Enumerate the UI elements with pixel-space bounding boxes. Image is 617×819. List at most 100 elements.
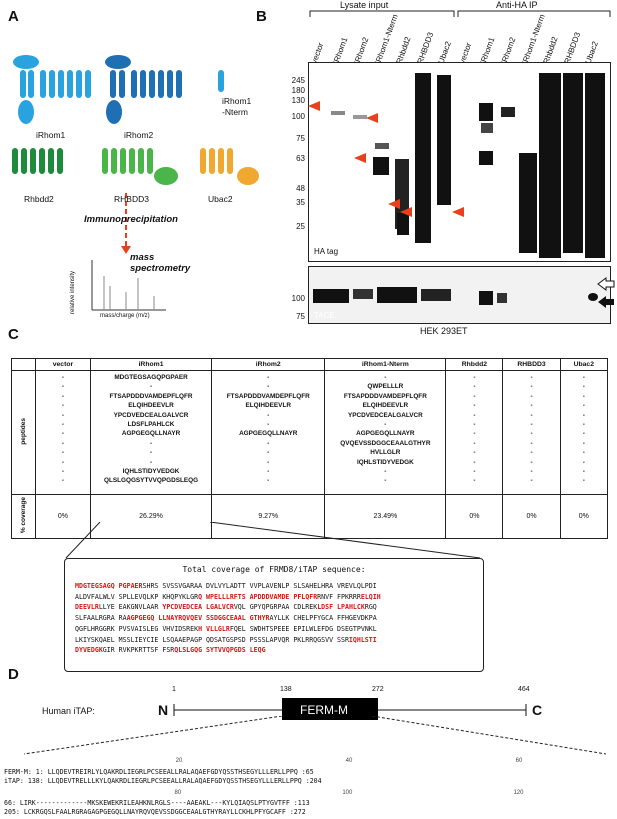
rhbdd2-peptides: ------------ xyxy=(445,370,504,495)
band-arrow xyxy=(452,207,464,217)
peptide-entry: - xyxy=(582,383,585,391)
ubac2-peptides: ------------ xyxy=(559,370,609,495)
irhom2-graphic xyxy=(105,55,182,124)
coverage-cell: 23.49% xyxy=(324,494,447,539)
tace-label: TACE xyxy=(314,311,335,320)
peptide-entry: - xyxy=(473,374,476,381)
mw-label: 35 xyxy=(296,198,305,207)
peptide-entry: - xyxy=(61,402,65,410)
mw-label: 48 xyxy=(296,184,305,193)
peptide-entry: - xyxy=(61,411,65,419)
peptide-entry: - xyxy=(267,449,270,457)
peptide-entry: - xyxy=(61,383,65,391)
col-header: Ubac2 xyxy=(559,358,609,371)
peptide-entry: LDSFLPAHLCK xyxy=(127,421,175,429)
coverage-cell: 0% xyxy=(445,494,504,539)
ruler-mark: 100 xyxy=(342,790,353,796)
peptide-entry: - xyxy=(473,411,476,419)
coverage-title: Total coverage of FRMD8/iTAP sequence: xyxy=(182,565,366,574)
row-header-peptides: peptides xyxy=(10,370,37,495)
peptide-entry: QLSLGQGSYTVVQPGDSLEQG xyxy=(103,477,199,485)
lane-label: iRhom2 xyxy=(499,36,518,65)
peptide-entry: - xyxy=(267,458,270,466)
peptide-entry: AGPGEGQLLNAYR xyxy=(239,430,298,438)
peptide-entry: - xyxy=(61,468,65,476)
peptide-entry: - xyxy=(149,449,153,457)
peptide-entry: - xyxy=(61,439,65,447)
peptide-entry: - xyxy=(149,458,153,466)
peptide-entry: FTSAPDDDVAMDEPFLQFR xyxy=(226,392,310,400)
peptide-entry: HVLLGLR xyxy=(370,449,401,457)
peptide-entry: QVQEVSSDGGCEAALGTHYR xyxy=(340,439,431,447)
peptide-entry: - xyxy=(267,383,270,391)
peptide-entry: ELQIHDEEVLR xyxy=(362,402,409,410)
pos-272: 272 xyxy=(372,686,384,693)
peptide-entry: - xyxy=(61,477,65,485)
peptide-entry: - xyxy=(473,449,476,457)
c-terminus: C xyxy=(532,702,543,718)
peptide-entry: - xyxy=(473,392,476,400)
pos-138: 138 xyxy=(280,686,292,693)
tace-arrows xyxy=(597,277,615,308)
peptide-entry: AGPGEGQLLNAYR xyxy=(121,430,181,438)
col-header: RHBDD3 xyxy=(502,358,561,371)
coverage-cell: 0% xyxy=(559,494,609,539)
ruler-mark: 60 xyxy=(515,758,523,764)
mw-label: 63 xyxy=(296,154,305,163)
seq: 138: LLQDEVTRELLLKYLQAKRDLIEGRLPCSEEALLR… xyxy=(27,777,322,785)
peptide-entry: - xyxy=(61,421,65,429)
seq: 1: LLQDEVTREIRLYLQAKRDLIEGRLPCSEEALLRALA… xyxy=(35,768,314,776)
pos-end: 464 xyxy=(518,686,530,693)
red-arrowheads xyxy=(308,101,464,217)
peptide-entry: - xyxy=(473,477,476,485)
cell-line-label: HEK 293ET xyxy=(420,326,468,336)
peptide-entry: ELQIHDEEVLR xyxy=(245,402,291,410)
peptide-entry: - xyxy=(384,421,387,429)
panel-c-letter: C xyxy=(8,326,19,343)
row-header-coverage: % coverage xyxy=(10,494,37,539)
lane-label: Rhbdd2 xyxy=(394,35,413,65)
ha-blot-bands xyxy=(331,73,605,258)
tace-blot-bands xyxy=(313,287,598,305)
peptide-entry: - xyxy=(582,458,585,466)
peptide-entry: - xyxy=(582,421,585,429)
itap-domain-bar xyxy=(173,698,527,720)
band-arrow xyxy=(308,101,320,111)
n-terminus: N xyxy=(158,702,169,718)
label-ubac2: Ubac2 xyxy=(208,194,233,204)
peptide-entry: - xyxy=(267,468,270,476)
peptide-entry: - xyxy=(473,421,476,429)
irhom1-nterm-graphic xyxy=(218,70,224,92)
peptide-entry: - xyxy=(530,383,533,391)
peptide-entry: - xyxy=(582,374,585,381)
peptide-entry: - xyxy=(61,430,65,438)
label-rhbdd3: RHBDD3 xyxy=(114,194,149,204)
peptide-entry: - xyxy=(149,439,153,447)
peptide-entry: - xyxy=(384,468,387,476)
peptide-entry: - xyxy=(582,477,585,485)
lane-label: iRhom1 xyxy=(331,36,350,65)
lane-label: Rhbdd2 xyxy=(541,35,560,65)
seq: 66: LIRK-------------MKSKEWEKRILEAHKNLRG… xyxy=(4,799,310,807)
peptide-entry: - xyxy=(384,374,387,381)
col-header: vector xyxy=(35,358,91,371)
peptide-entry: - xyxy=(61,458,65,466)
alignment-zoom-lines xyxy=(23,716,607,755)
peptide-entry: - xyxy=(267,477,270,485)
peptide-entry: - xyxy=(530,402,533,410)
peptide-entry: - xyxy=(530,449,533,457)
peptide-entry: - xyxy=(149,383,153,391)
peptide-entry: - xyxy=(267,421,270,429)
peptide-entry: IQHLSTIDYVEDGK xyxy=(356,458,414,466)
step-mass-spectrometry: mass spectrometry xyxy=(130,252,191,274)
ms-x-axis-label: mass/charge (m/z) xyxy=(100,313,150,319)
peptide-entry: - xyxy=(582,468,585,476)
peptide-entry: - xyxy=(384,477,387,485)
ha-tag-blot: HA tag xyxy=(308,62,611,262)
lane-label: RHBDD3 xyxy=(562,31,583,65)
col-header: Rhbdd2 xyxy=(445,358,504,371)
peptide-entry: - xyxy=(473,439,476,447)
peptide-entry: - xyxy=(530,392,533,400)
